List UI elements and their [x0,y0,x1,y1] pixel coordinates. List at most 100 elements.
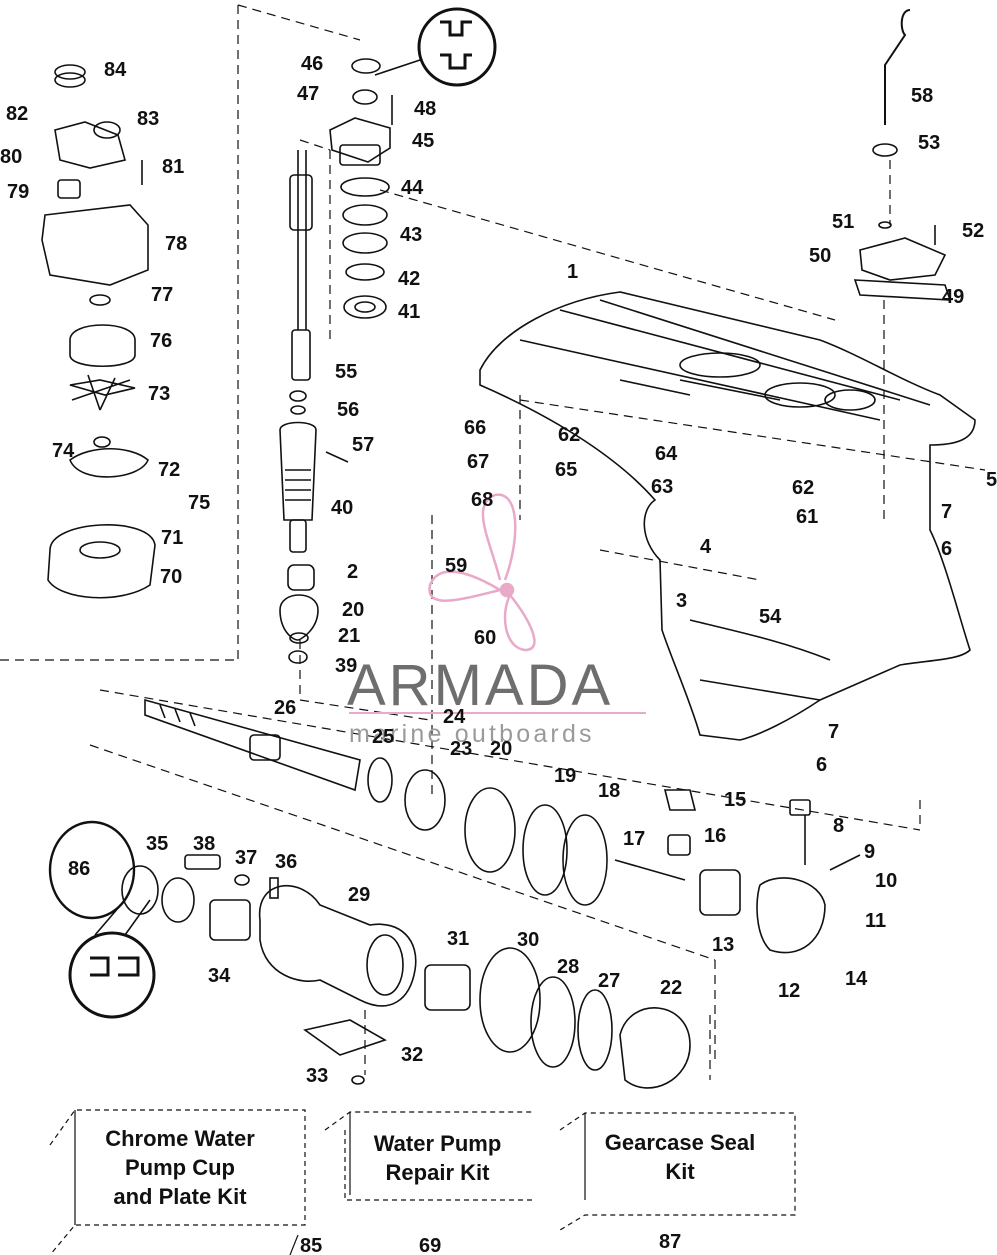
callout-label: 65 [555,459,578,481]
callout-label: 49 [942,286,965,308]
callout-label: 61 [796,506,819,528]
callout-label: 72 [158,459,181,481]
callout-label: 63 [651,476,674,498]
driveshaft-stack [279,58,393,664]
callout-label: 2 [347,561,359,583]
callout-label: 66 [464,417,487,439]
callout-label: 53 [918,132,941,154]
callout-label: 46 [301,53,324,75]
kit-boxes [49,1109,796,1255]
callout-label: 11 [865,910,887,932]
callout-label: 74 [52,440,75,462]
callout-label: 70 [160,566,183,588]
callout-label: 38 [193,833,216,855]
callout-label: 59 [445,555,468,577]
callout-label: 50 [809,245,832,267]
kit-line: Chrome Water [105,1126,255,1151]
callout-label: 6 [816,754,828,776]
callout-label: 56 [337,399,360,421]
callout-label: 41 [398,301,421,323]
watermark-tagline: marine outboards [349,720,595,748]
callout-label: 58 [911,85,934,107]
callout-label: 22 [660,977,683,999]
callout-label: 47 [297,83,320,105]
callout-label: 71 [161,527,184,549]
callout-label: 7 [828,721,840,743]
callout-label: 39 [335,655,358,677]
kit-line: Repair Kit [385,1160,490,1185]
callout-label: 44 [401,177,424,199]
callout-label: 36 [275,851,298,873]
callout-label: 4 [700,536,712,558]
watermark-propeller-logo [428,493,536,652]
callout-label: 40 [331,497,354,519]
callout-label: 23 [450,738,473,760]
callout-label: 86 [68,858,91,880]
callout-label: 68 [471,489,494,511]
callout-label: 9 [864,841,876,863]
kit-number: 69 [419,1235,442,1255]
callout-label: 7 [941,501,953,523]
callout-label: 3 [676,590,688,612]
callout-label: 16 [704,825,727,847]
callout-label: 79 [7,181,30,203]
callout-label: 8 [833,815,845,837]
callout-label: 12 [778,980,801,1002]
kit-line: Kit [665,1159,695,1184]
water-pump-group [41,64,156,599]
callout-label: 84 [104,59,127,81]
callout-label: 27 [598,970,621,992]
kit-line: Water Pump [373,1131,502,1156]
callout-label: 57 [352,434,375,456]
callout-label: 10 [875,870,898,892]
cover-group [853,9,952,301]
kit-line: Gearcase Seal [604,1130,756,1155]
kit-number: 87 [659,1231,682,1253]
callout-label: 21 [338,625,361,647]
callout-label: 20 [342,599,365,621]
callout-label: 78 [165,233,188,255]
callout-label: 6 [941,538,953,560]
callout-label: 34 [208,965,231,987]
kit-box-chrome-water-pump: Chrome Water Pump Cup and Plate Kit [85,1124,275,1211]
kit-box-water-pump-repair: Water Pump Repair Kit [355,1129,520,1187]
callout-label: 26 [274,697,297,719]
kit-line: and Plate Kit [113,1184,247,1209]
callout-label: 62 [792,477,815,499]
callout-label: 31 [447,928,470,950]
callout-label: 1 [567,261,579,283]
callout-label: 24 [443,706,466,728]
callout-label: 25 [372,726,395,748]
callout-label: 35 [146,833,169,855]
propshaft-group [48,698,861,1089]
callout-label: 15 [724,789,747,811]
callout-label: 32 [401,1044,424,1066]
callout-label: 19 [554,765,577,787]
callout-label: 81 [162,156,185,178]
callout-label: 14 [845,968,868,990]
callout-label: 51 [832,211,855,233]
callout-label: 29 [348,884,371,906]
callout-label: 17 [623,828,646,850]
callout-label: 13 [712,934,735,956]
callout-label: 28 [557,956,580,978]
kit-number: 85 [300,1235,323,1255]
seal-detail-circles [68,7,497,1019]
callout-label: 33 [306,1065,329,1087]
kit-box-gearcase-seal: Gearcase Seal Kit [590,1128,770,1186]
callout-label: 5 [986,469,997,491]
callout-label: 18 [598,780,621,802]
callout-label: 73 [148,383,171,405]
callout-label: 48 [414,98,437,120]
callout-label: 75 [188,492,211,514]
callout-label: 37 [235,847,258,869]
callout-label: 42 [398,268,421,290]
callout-label: 60 [474,627,497,649]
dashed-guide-lines [0,4,986,1080]
callout-label: 45 [412,130,435,152]
callout-label: 52 [962,220,985,242]
kit-line: Pump Cup [125,1155,235,1180]
callout-label: 83 [137,108,160,130]
